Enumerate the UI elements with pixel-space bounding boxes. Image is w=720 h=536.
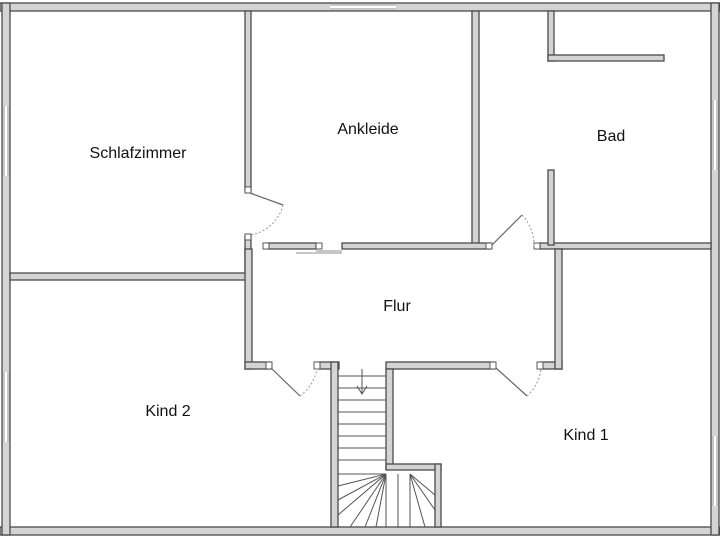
label-kind1: Kind 1 <box>563 427 608 444</box>
label-schlafzimmer: Schlafzimmer <box>90 145 188 162</box>
staircase <box>337 369 436 528</box>
label-kind2: Kind 2 <box>145 403 190 420</box>
doors <box>244 186 544 397</box>
label-bad: Bad <box>597 128 625 145</box>
interior-walls <box>9 10 712 528</box>
windows <box>3 4 718 506</box>
label-ankleide: Ankleide <box>337 121 398 138</box>
label-flur: Flur <box>383 298 411 315</box>
room-labels: Schlafzimmer Ankleide Bad Flur Kind 2 Ki… <box>90 121 626 444</box>
